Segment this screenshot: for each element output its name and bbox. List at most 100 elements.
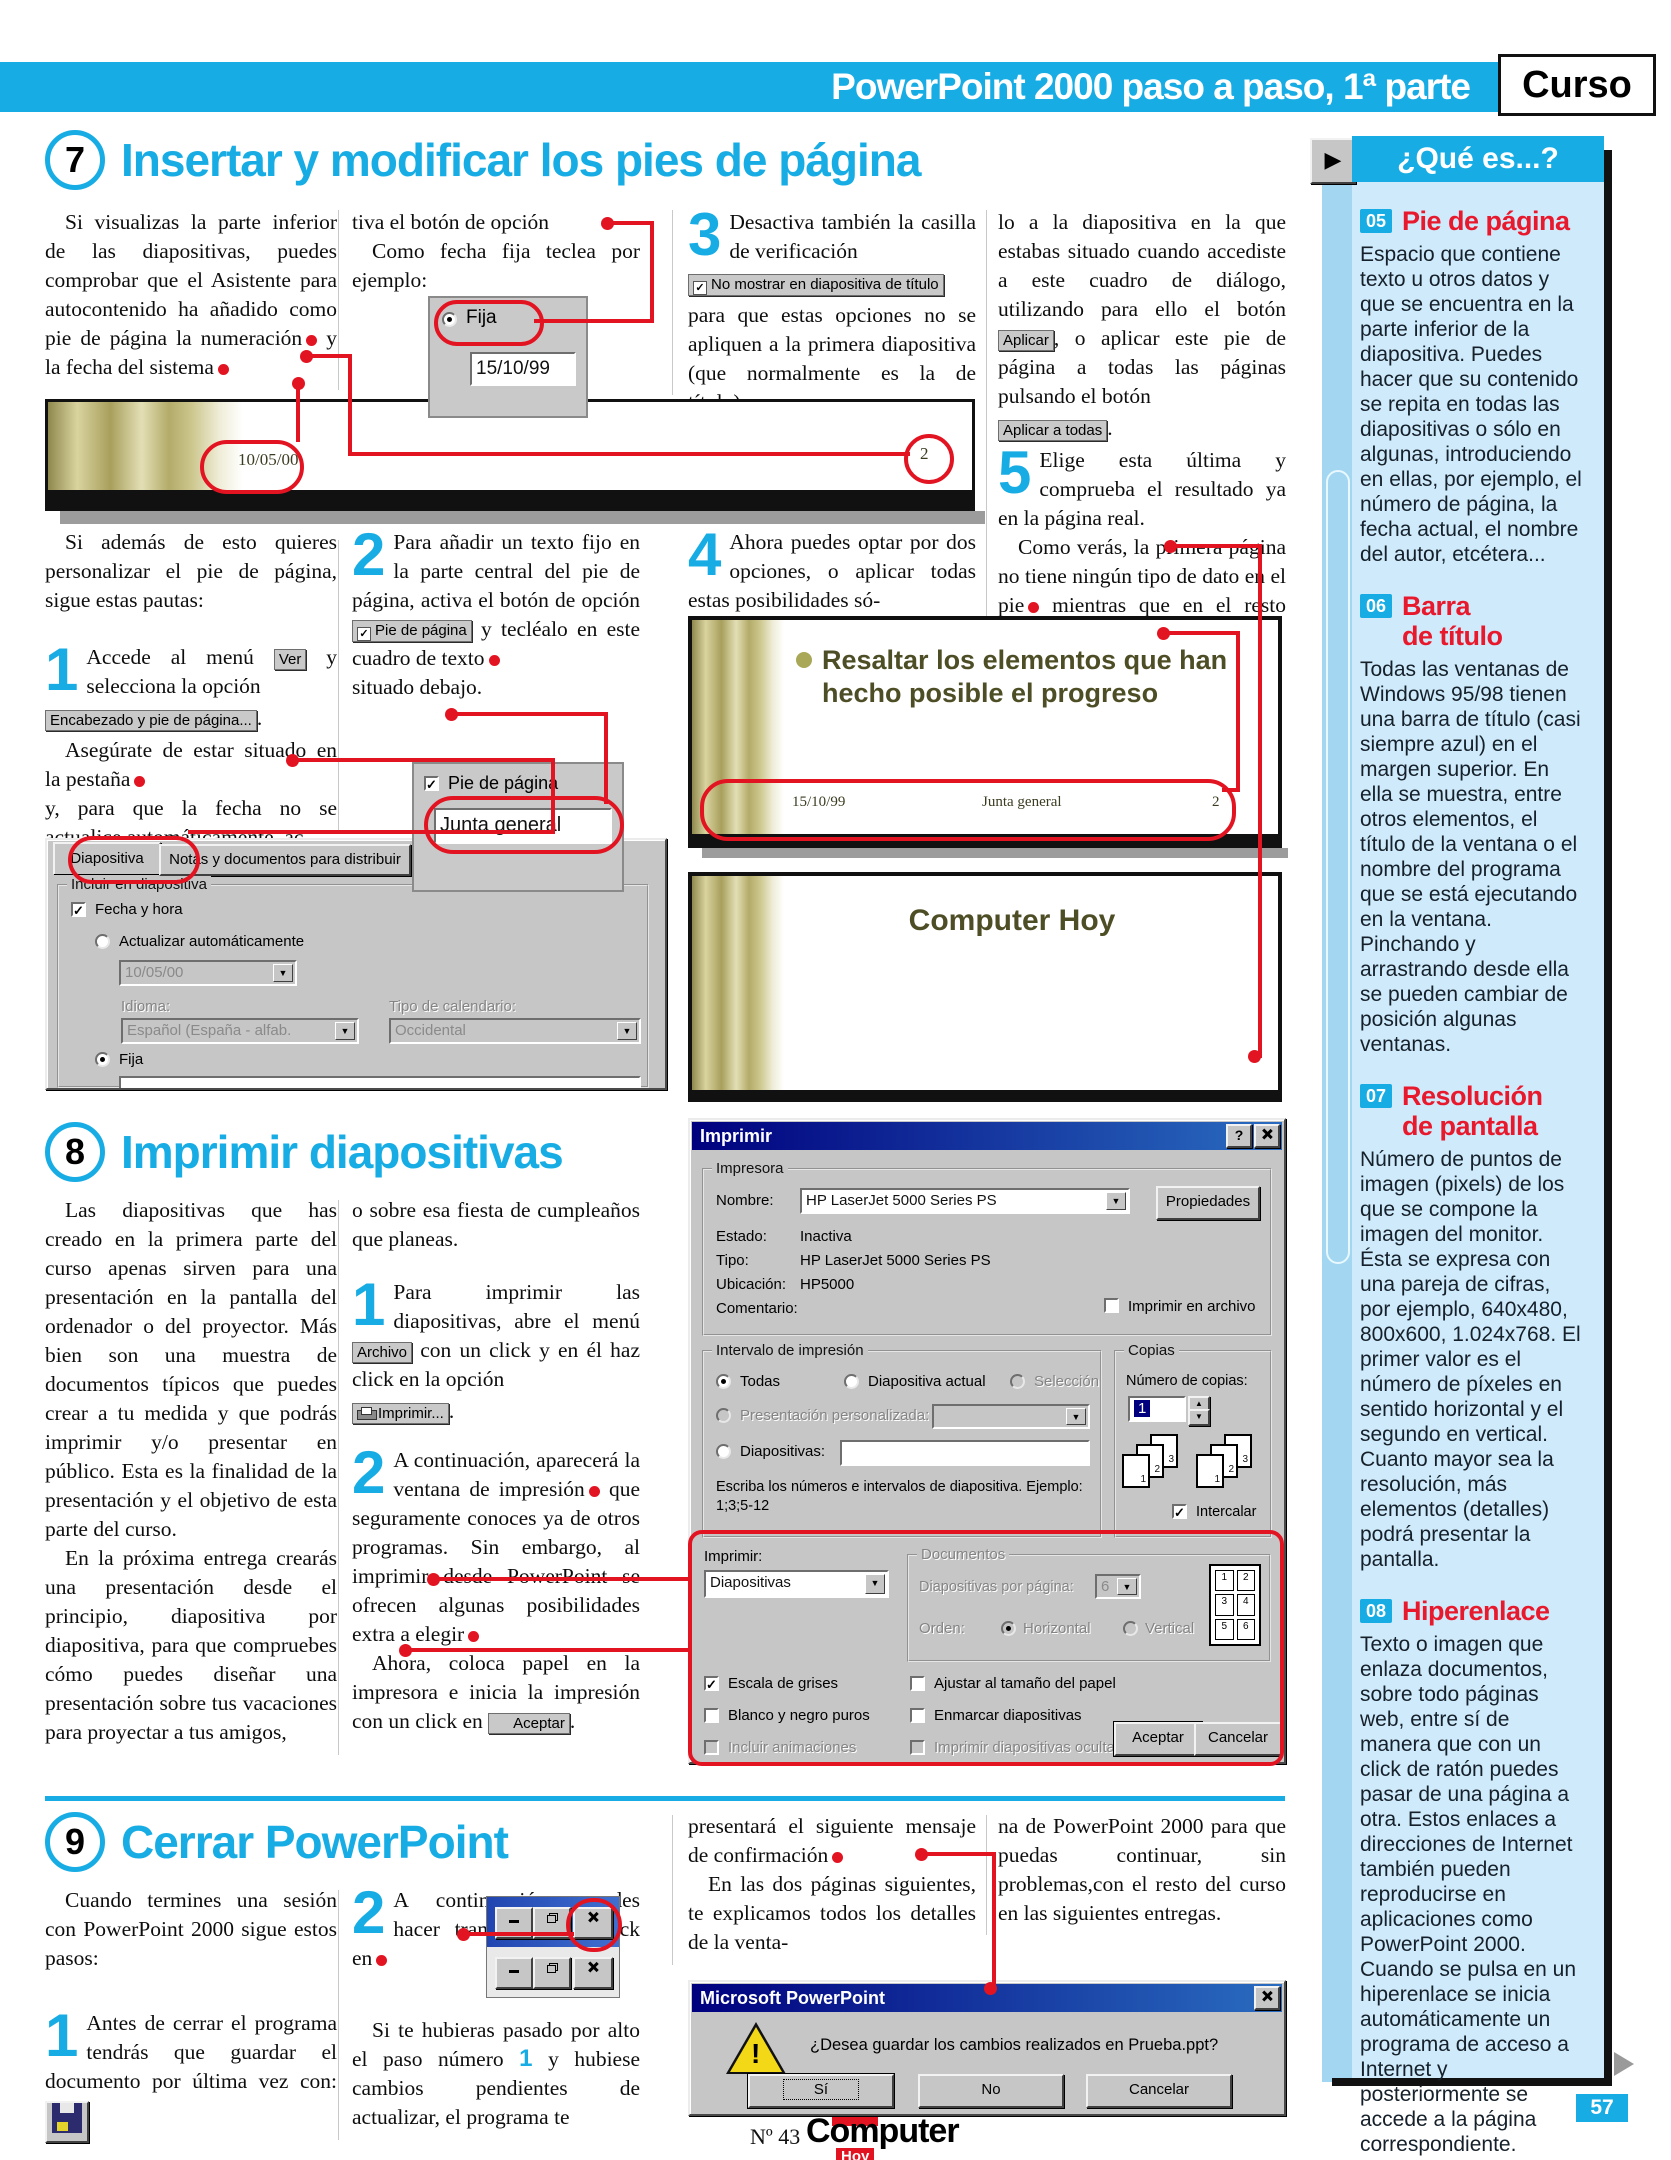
red-dot-icon bbox=[488, 654, 500, 666]
ocultas-checkbox[interactable] bbox=[910, 1740, 925, 1755]
seleccion-radio[interactable] bbox=[1010, 1374, 1025, 1389]
calendario-combo-value: Occidental bbox=[395, 1022, 466, 1039]
check-icon: ✓ bbox=[426, 777, 437, 792]
enmarcar-checkbox[interactable] bbox=[910, 1708, 925, 1723]
no-button[interactable]: No bbox=[918, 2074, 1064, 2108]
print-dialog: Imprimir ? Impresora Nombre: HP LaserJet… bbox=[688, 1118, 1286, 1764]
bullet-icon bbox=[796, 652, 812, 668]
copias-group-label: Copias bbox=[1124, 1342, 1179, 1360]
s7-c4b-end: . bbox=[1107, 416, 1113, 440]
imprimir-combo[interactable]: Diapositivas ▼ bbox=[704, 1570, 889, 1598]
sidebar-item-body: Espacio que contiene texto u otros datos… bbox=[1360, 243, 1582, 566]
fija-date-field[interactable]: 15/10/99 bbox=[470, 352, 576, 386]
idioma-combo[interactable]: Español (España - alfab. internacional) … bbox=[121, 1018, 359, 1044]
print-dialog-titlebar[interactable]: Imprimir bbox=[692, 1122, 1282, 1150]
todas-radio[interactable] bbox=[716, 1374, 731, 1389]
intercalar-checkbox[interactable]: ✓ bbox=[1172, 1504, 1187, 1519]
tab-diapositiva[interactable]: Diapositiva bbox=[53, 842, 161, 874]
tab-notas[interactable]: Notas y documentos para distribuir bbox=[159, 844, 411, 876]
yes-button[interactable]: Sí bbox=[747, 2073, 895, 2109]
chevron-down-icon[interactable]: ▼ bbox=[1066, 1408, 1086, 1425]
s8-st1a: Para imprimir las diapositivas, abre el … bbox=[393, 1280, 640, 1333]
ajustar-checkbox[interactable] bbox=[910, 1676, 925, 1691]
encabezado-chip[interactable]: Encabezado y pie de página... bbox=[45, 709, 257, 731]
help-button[interactable]: ? bbox=[1226, 1124, 1252, 1148]
s7-mid-col1: Si además de esto quieres personalizar e… bbox=[45, 528, 337, 852]
s7-m2c: situado debajo. bbox=[352, 675, 483, 699]
close-button[interactable] bbox=[1254, 1124, 1280, 1148]
s7-c1b: y la fecha del sistema bbox=[45, 326, 337, 379]
actualizar-radio[interactable] bbox=[95, 934, 110, 949]
archivo-menu-chip[interactable]: Archivo bbox=[352, 1341, 413, 1363]
blanco-negro-checkbox[interactable] bbox=[704, 1708, 719, 1723]
s8-c2a: o sobre esa fiesta de cumpleaños que pla… bbox=[352, 1198, 640, 1251]
propiedades-button[interactable]: Propiedades bbox=[1156, 1186, 1260, 1220]
animaciones-checkbox[interactable] bbox=[704, 1740, 719, 1755]
fija-radio[interactable] bbox=[442, 312, 457, 327]
pie-pagina-chip[interactable]: ✓Pie de página bbox=[352, 620, 472, 643]
chevron-down-icon[interactable]: ▼ bbox=[1106, 1192, 1126, 1210]
message-text: ¿Desea guardar los cambios realizados en… bbox=[810, 2036, 1219, 2054]
fija-text-field[interactable] bbox=[119, 1076, 641, 1088]
diapositivas-range-field[interactable] bbox=[840, 1440, 1090, 1466]
aceptar-chip[interactable]: Aceptar bbox=[488, 1712, 570, 1734]
cancel-button[interactable]: Cancelar bbox=[1086, 2074, 1232, 2108]
pie-checkbox[interactable]: ✓ bbox=[424, 776, 439, 791]
calendario-combo[interactable]: Occidental ▼ bbox=[389, 1018, 641, 1044]
no-mostrar-label: No mostrar en diapositiva de título bbox=[711, 276, 939, 294]
curso-badge: Curso bbox=[1498, 54, 1656, 116]
fija-radio-dialog[interactable] bbox=[95, 1052, 110, 1067]
copias-spinner-field[interactable]: 1 bbox=[1128, 1396, 1186, 1422]
spinner-down-button[interactable]: ▼ bbox=[1188, 1409, 1210, 1426]
collate-icon: 3 2 1 bbox=[1122, 1434, 1188, 1498]
chevron-down-icon[interactable]: ▼ bbox=[1117, 1578, 1137, 1595]
s8-st2a: A continuación, aparecerá la ventana de … bbox=[393, 1448, 640, 1501]
section9-title: Cerrar PowerPoint bbox=[121, 1816, 509, 1868]
ver-menu-chip[interactable]: Ver bbox=[273, 648, 307, 670]
personalizada-combo[interactable]: ▼ bbox=[932, 1404, 1090, 1429]
help-icon: ? bbox=[1234, 1127, 1244, 1143]
intercalar-label: Intercalar bbox=[1196, 1504, 1257, 1520]
column-rule bbox=[338, 1200, 339, 1755]
imprimir-menu-chip[interactable]: Imprimir... bbox=[352, 1402, 449, 1424]
strip-shadow bbox=[60, 511, 985, 524]
close-button[interactable] bbox=[1254, 1986, 1280, 2010]
fecha-combo[interactable]: 10/05/00 ▼ bbox=[119, 960, 297, 986]
restore-icon bbox=[546, 1963, 558, 1973]
sidebar-arrow-button[interactable]: ▶ bbox=[1310, 138, 1356, 184]
chevron-down-icon[interactable]: ▼ bbox=[335, 1022, 355, 1040]
close-icon bbox=[587, 1911, 599, 1923]
slide2-screenshot: Computer Hoy bbox=[688, 872, 1282, 1098]
aplicar-button-chip[interactable]: Aplicar bbox=[998, 329, 1054, 351]
diapositivas-radio[interactable] bbox=[716, 1444, 731, 1459]
chevron-down-icon[interactable]: ▼ bbox=[273, 964, 293, 982]
save-icon[interactable] bbox=[52, 2103, 82, 2133]
s7-col2: tiva el botón de opción Como fecha fija … bbox=[352, 208, 640, 295]
cancelar-button[interactable]: Cancelar bbox=[1194, 1722, 1282, 1756]
horizontal-radio[interactable] bbox=[1001, 1621, 1016, 1636]
personalizada-radio[interactable] bbox=[716, 1408, 731, 1423]
s9-c4: na de PowerPoint 2000 para que puedas co… bbox=[998, 1814, 1286, 1925]
fecha-hora-checkbox[interactable]: ✓ bbox=[71, 902, 86, 917]
column-rule bbox=[986, 1815, 987, 1935]
no-mostrar-chip[interactable]: ✓No mostrar en diapositiva de título bbox=[688, 274, 944, 297]
escala-grises-checkbox[interactable]: ✓ bbox=[704, 1676, 719, 1691]
message-dialog-titlebar[interactable]: Microsoft PowerPoint bbox=[692, 1984, 1282, 2012]
printer-name-combo[interactable]: HP LaserJet 5000 Series PS ▼ bbox=[800, 1188, 1130, 1214]
pie-text-field[interactable]: Junta general bbox=[434, 808, 612, 844]
chevron-down-icon[interactable]: ▼ bbox=[865, 1574, 885, 1594]
imprimir-archivo-checkbox[interactable] bbox=[1104, 1298, 1119, 1313]
ocultas-label: Imprimir diapositivas ocultas bbox=[934, 1739, 1123, 1756]
actual-radio[interactable] bbox=[844, 1374, 859, 1389]
chevron-down-icon[interactable]: ▼ bbox=[617, 1022, 637, 1040]
s7-col4: lo a la diapositiva en la que estabas si… bbox=[998, 208, 1286, 649]
item-number-badge: 08 bbox=[1360, 1599, 1392, 1623]
s7-mid-col2: 2 Para añadir un texto fijo en la parte … bbox=[352, 525, 640, 702]
vertical-radio[interactable] bbox=[1123, 1621, 1138, 1636]
aplicar-todas-button-chip[interactable]: Aplicar a todas bbox=[998, 419, 1108, 441]
personalizada-label: Presentación personalizada: bbox=[740, 1407, 930, 1424]
sidebar-item-body: Texto o imagen que enlaza documentos, so… bbox=[1360, 1633, 1576, 2156]
aceptar-button[interactable]: Aceptar bbox=[1113, 1721, 1203, 1757]
sidebar-shadow-bottom bbox=[1332, 2078, 1612, 2086]
dpp-combo[interactable]: 6 ▼ bbox=[1095, 1574, 1141, 1599]
